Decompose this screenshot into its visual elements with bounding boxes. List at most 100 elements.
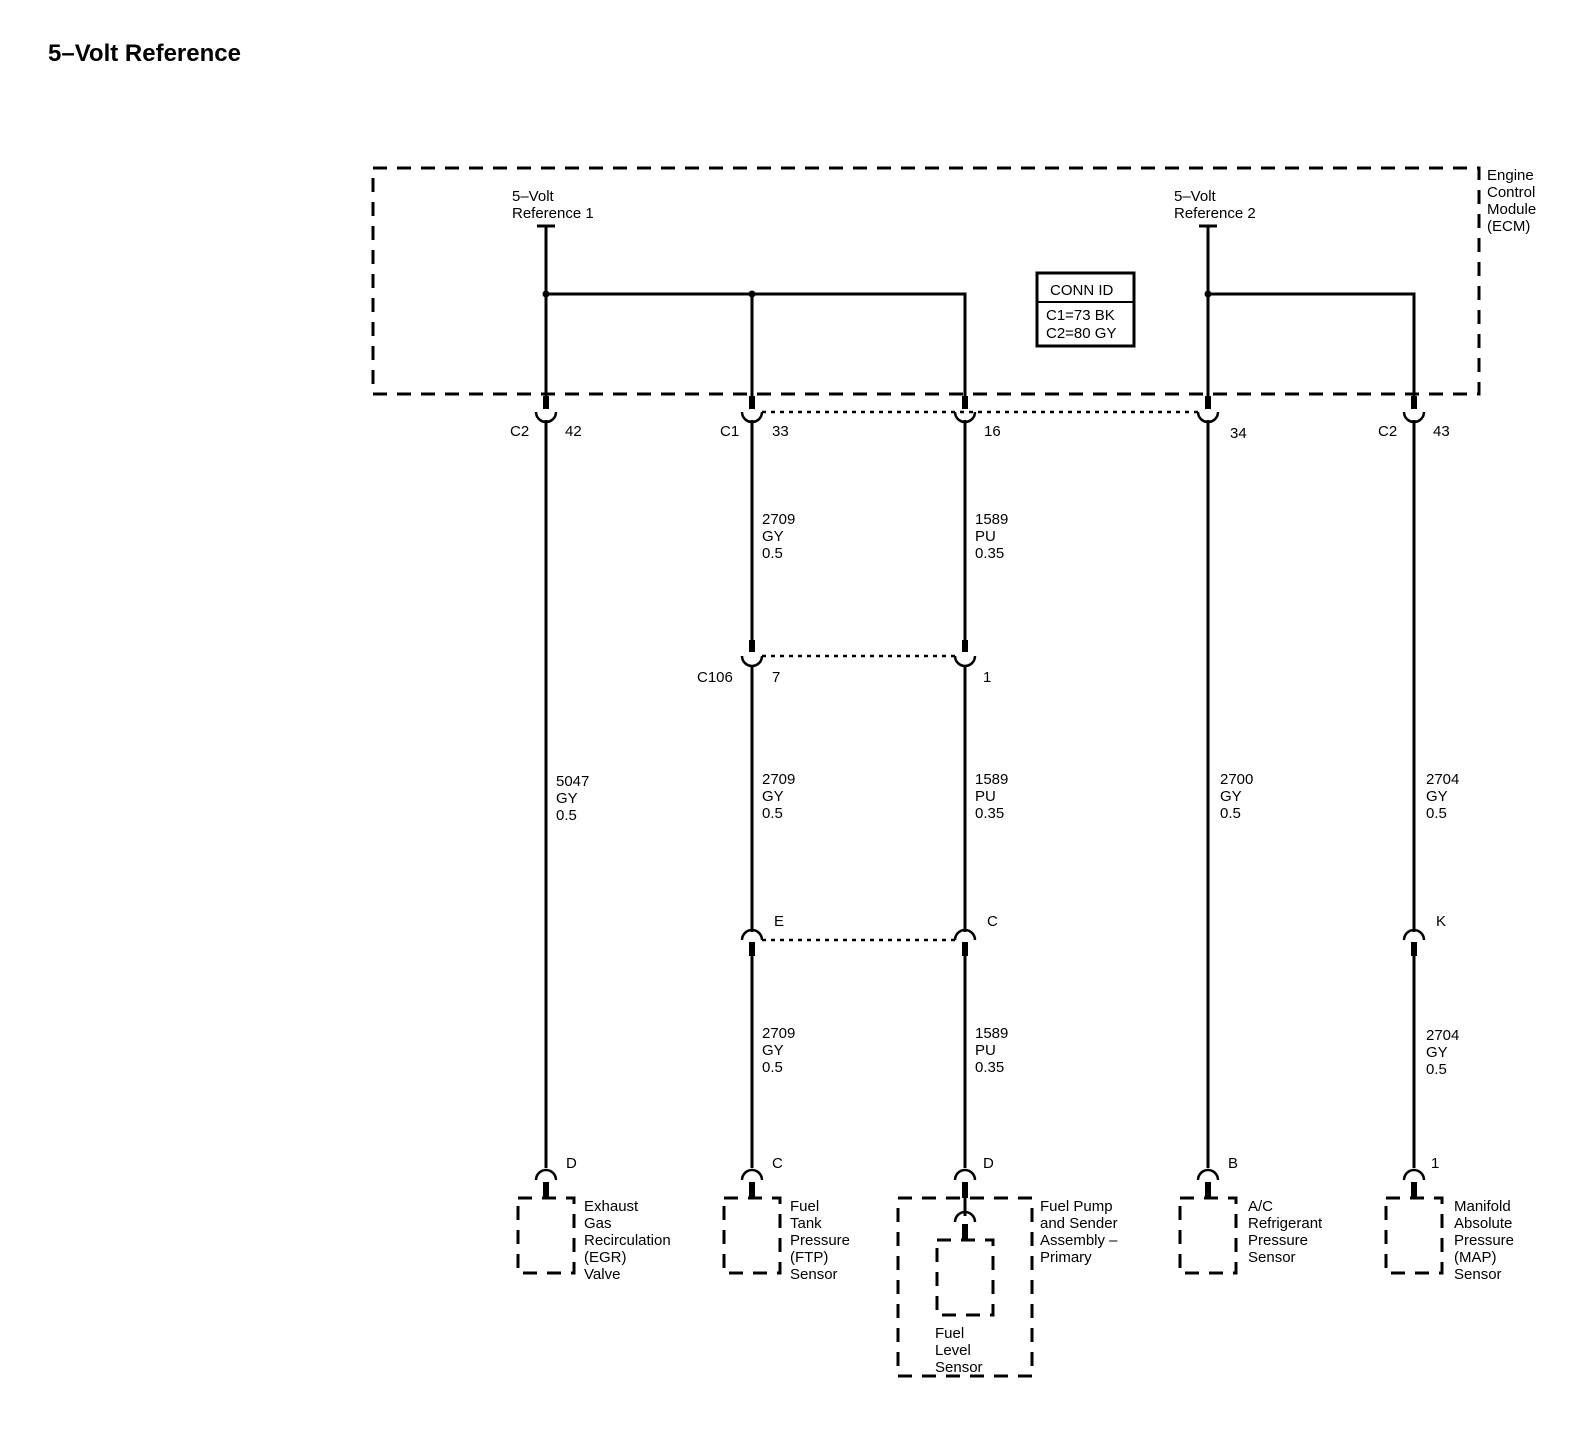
ecm-module-boundary <box>371 166 1481 396</box>
egr-valve-label: Exhaust Gas Recirculation (EGR) Valve <box>584 1198 671 1283</box>
wire-label-2709-a: 2709 GY 0.5 <box>762 511 795 562</box>
wire-color: GY <box>556 790 578 807</box>
fuel-level-sensor-label: Fuel Level Sensor <box>935 1325 983 1376</box>
map-label-line: (MAP) <box>1454 1249 1497 1266</box>
wire-color: GY <box>1426 788 1448 805</box>
egr-pin: D <box>534 1155 577 1198</box>
ecm-label-line-4: (ECM) <box>1487 218 1530 235</box>
ref1-label-line-2: Reference 1 <box>512 205 594 222</box>
fuel-pump-pin-label: D <box>983 1155 994 1172</box>
wire-size: 0.5 <box>1426 1061 1447 1078</box>
ecm-connector-c2-43: C2 43 <box>1378 396 1450 440</box>
egr-label-line: Valve <box>584 1266 620 1283</box>
ftp-label-line: Sensor <box>790 1266 838 1283</box>
map-pin: 1 <box>1402 1155 1439 1198</box>
ecm-connector-c2-42: C2 42 <box>510 396 582 440</box>
map-sensor-label: Manifold Absolute Pressure (MAP) Sensor <box>1454 1198 1514 1283</box>
wire-size: 0.5 <box>1220 805 1241 822</box>
wire-circuit: 1589 <box>975 771 1008 788</box>
wire-size: 0.35 <box>975 545 1004 562</box>
wire-size: 0.5 <box>1426 805 1447 822</box>
wire-color: PU <box>975 528 996 545</box>
wire-size: 0.5 <box>762 805 783 822</box>
egr-label-line: Exhaust <box>584 1198 639 1215</box>
conn-id-line-1: C1=73 BK <box>1046 307 1115 324</box>
fuel-level-label-line: Fuel <box>935 1325 964 1342</box>
egr-valve-box <box>516 1196 576 1275</box>
wire-color: GY <box>762 788 784 805</box>
fuel-pump-label-line: and Sender <box>1040 1215 1118 1232</box>
ftp-label-line: Pressure <box>790 1232 850 1249</box>
wire-label-2704-a: 2704 GY 0.5 <box>1426 771 1459 822</box>
wire-label-1589-b: 1589 PU 0.35 <box>975 771 1008 822</box>
wire-size: 0.5 <box>762 1059 783 1076</box>
ftp-label-line: (FTP) <box>790 1249 828 1266</box>
wire-circuit: 2704 <box>1426 771 1459 788</box>
inline-pin-c-label: C <box>987 913 998 930</box>
ecm-connector-16: 16 <box>953 396 1001 440</box>
wire-circuit: 1589 <box>975 511 1008 528</box>
wire-label-2709-b: 2709 GY 0.5 <box>762 771 795 822</box>
fuel-pump-label-line: Primary <box>1040 1249 1092 1266</box>
wire-label-2704-b: 2704 GY 0.5 <box>1426 1027 1459 1078</box>
conn-id-frame <box>1035 271 1136 348</box>
ecm-pin-number: 16 <box>984 423 1001 440</box>
fuel-level-label-line: Level <box>935 1342 971 1359</box>
ac-label-line: Pressure <box>1248 1232 1308 1249</box>
ref2-label-line-2: Reference 2 <box>1174 205 1256 222</box>
ac-pin: B <box>1196 1155 1238 1198</box>
wire-size: 0.35 <box>975 805 1004 822</box>
c106-pin-7: 7 <box>772 669 780 686</box>
ecm-connector-34: 34 <box>1196 396 1247 442</box>
ac-label-line: Sensor <box>1248 1249 1296 1266</box>
wire-circuit: 2700 <box>1220 771 1253 788</box>
ecm-pin-connector: C2 <box>1378 423 1397 440</box>
ecm-pin-connector: C1 <box>720 423 739 440</box>
ecm-pin-number: 42 <box>565 423 582 440</box>
ecm-label-line-3: Module <box>1487 201 1536 218</box>
wire-size: 0.5 <box>762 545 783 562</box>
egr-label-line: (EGR) <box>584 1249 627 1266</box>
inline-pin-e: E <box>740 913 784 956</box>
conn-id-header: CONN ID <box>1050 282 1114 299</box>
ref2-label-line-1: 5–Volt <box>1174 188 1217 205</box>
wire-circuit: 2709 <box>762 1025 795 1042</box>
ftp-label-line: Fuel <box>790 1198 819 1215</box>
wire-label-5047: 5047 GY 0.5 <box>556 773 589 824</box>
ecm-label: Engine Control Module (ECM) <box>1487 167 1536 235</box>
map-pin-label: 1 <box>1431 1155 1439 1172</box>
inline-pin-c: C <box>953 913 998 956</box>
egr-label-line: Recirculation <box>584 1232 671 1249</box>
wire-circuit: 1589 <box>975 1025 1008 1042</box>
ac-sensor-label: A/C Refrigerant Pressure Sensor <box>1248 1198 1323 1266</box>
map-sensor-box <box>1384 1196 1444 1275</box>
wire-label-2700: 2700 GY 0.5 <box>1220 771 1253 822</box>
wire-color: GY <box>762 1042 784 1059</box>
ftp-sensor-box <box>722 1196 782 1275</box>
wire-circuit: 2709 <box>762 511 795 528</box>
c106-pin-1: 1 <box>983 669 991 686</box>
ecm-pin-number: 43 <box>1433 423 1450 440</box>
wire-circuit: 2704 <box>1426 1027 1459 1044</box>
wire-circuit: 2709 <box>762 771 795 788</box>
inline-pin-e-label: E <box>774 913 784 930</box>
fuel-level-label-line: Sensor <box>935 1359 983 1376</box>
egr-label-line: Gas <box>584 1215 612 1232</box>
ecm-label-line-1: Engine <box>1487 167 1534 184</box>
ecm-pin-connector: C2 <box>510 423 529 440</box>
fuel-pump-label-line: Fuel Pump <box>1040 1198 1113 1215</box>
ecm-pin-number: 34 <box>1230 425 1247 442</box>
ftp-sensor-label: Fuel Tank Pressure (FTP) Sensor <box>790 1198 850 1283</box>
wire-circuit: 5047 <box>556 773 589 790</box>
conn-id-line-2: C2=80 GY <box>1046 325 1116 342</box>
fuel-pump-label-line: Assembly – <box>1040 1232 1118 1249</box>
ref1-label-line-1: 5–Volt <box>512 188 555 205</box>
egr-pin-label: D <box>566 1155 577 1172</box>
inline-pin-k-label: K <box>1436 913 1446 930</box>
fuel-pump-assembly-box <box>896 1196 1034 1378</box>
ftp-pin: C <box>740 1155 783 1198</box>
ac-sensor-box <box>1178 1196 1238 1275</box>
map-label-line: Absolute <box>1454 1215 1512 1232</box>
ecm-connector-c1-33: C1 33 <box>720 396 789 440</box>
